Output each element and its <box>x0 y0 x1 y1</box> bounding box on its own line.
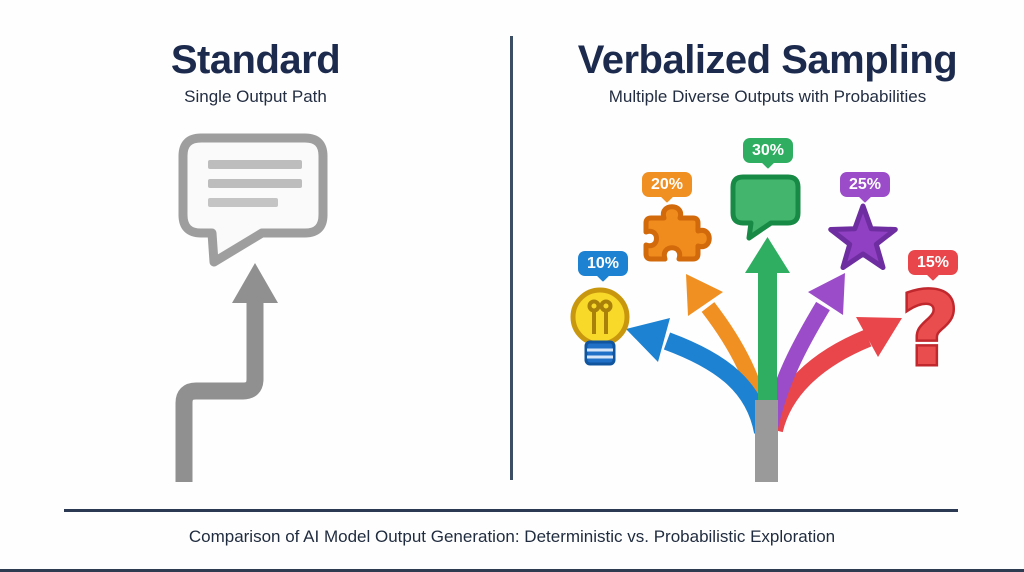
green-branch-arrow <box>745 237 790 420</box>
question-mark-icon: ? <box>898 269 961 391</box>
puzzle-icon <box>643 204 712 262</box>
right-panel-subtitle: Multiple Diverse Outputs with Probabilit… <box>608 87 927 106</box>
probability-label: 25% <box>849 176 882 193</box>
probability-badge-10: 10% <box>578 251 629 282</box>
bottom-frame <box>0 569 1024 572</box>
output-fan-arrows <box>626 237 902 482</box>
left-panel-title: Standard <box>170 38 341 82</box>
star-icon <box>828 203 898 270</box>
footer-rule <box>64 509 958 512</box>
verbalized-sampling-graphic: ? <box>570 174 962 482</box>
single-output-graphic <box>175 133 328 482</box>
svg-text:?: ? <box>901 271 959 388</box>
probability-label: 30% <box>752 142 785 159</box>
probability-badge-30: 30% <box>743 138 794 169</box>
panel-divider <box>510 36 513 480</box>
speech-bubble-icon <box>730 174 801 241</box>
probability-badge-20: 20% <box>642 172 693 203</box>
bubble-text-line <box>208 160 302 169</box>
probability-label: 10% <box>587 255 620 272</box>
left-panel-subtitle: Single Output Path <box>184 87 327 106</box>
probability-badge-25: 25% <box>840 172 891 203</box>
speech-bubble-icon <box>178 133 328 267</box>
right-panel-title: Verbalized Sampling <box>577 38 958 82</box>
bubble-text-line <box>208 198 278 207</box>
probability-badge-15: 15% <box>908 250 959 281</box>
bubble-text-line <box>208 179 302 188</box>
blue-branch-arrow <box>626 318 772 434</box>
single-path-arrow-icon <box>175 263 278 482</box>
diagram-caption: Comparison of AI Model Output Generation… <box>188 527 836 546</box>
lightbulb-icon <box>570 287 630 366</box>
probability-label: 15% <box>917 254 950 271</box>
probability-label: 20% <box>651 176 684 193</box>
trunk-stem <box>755 400 778 482</box>
